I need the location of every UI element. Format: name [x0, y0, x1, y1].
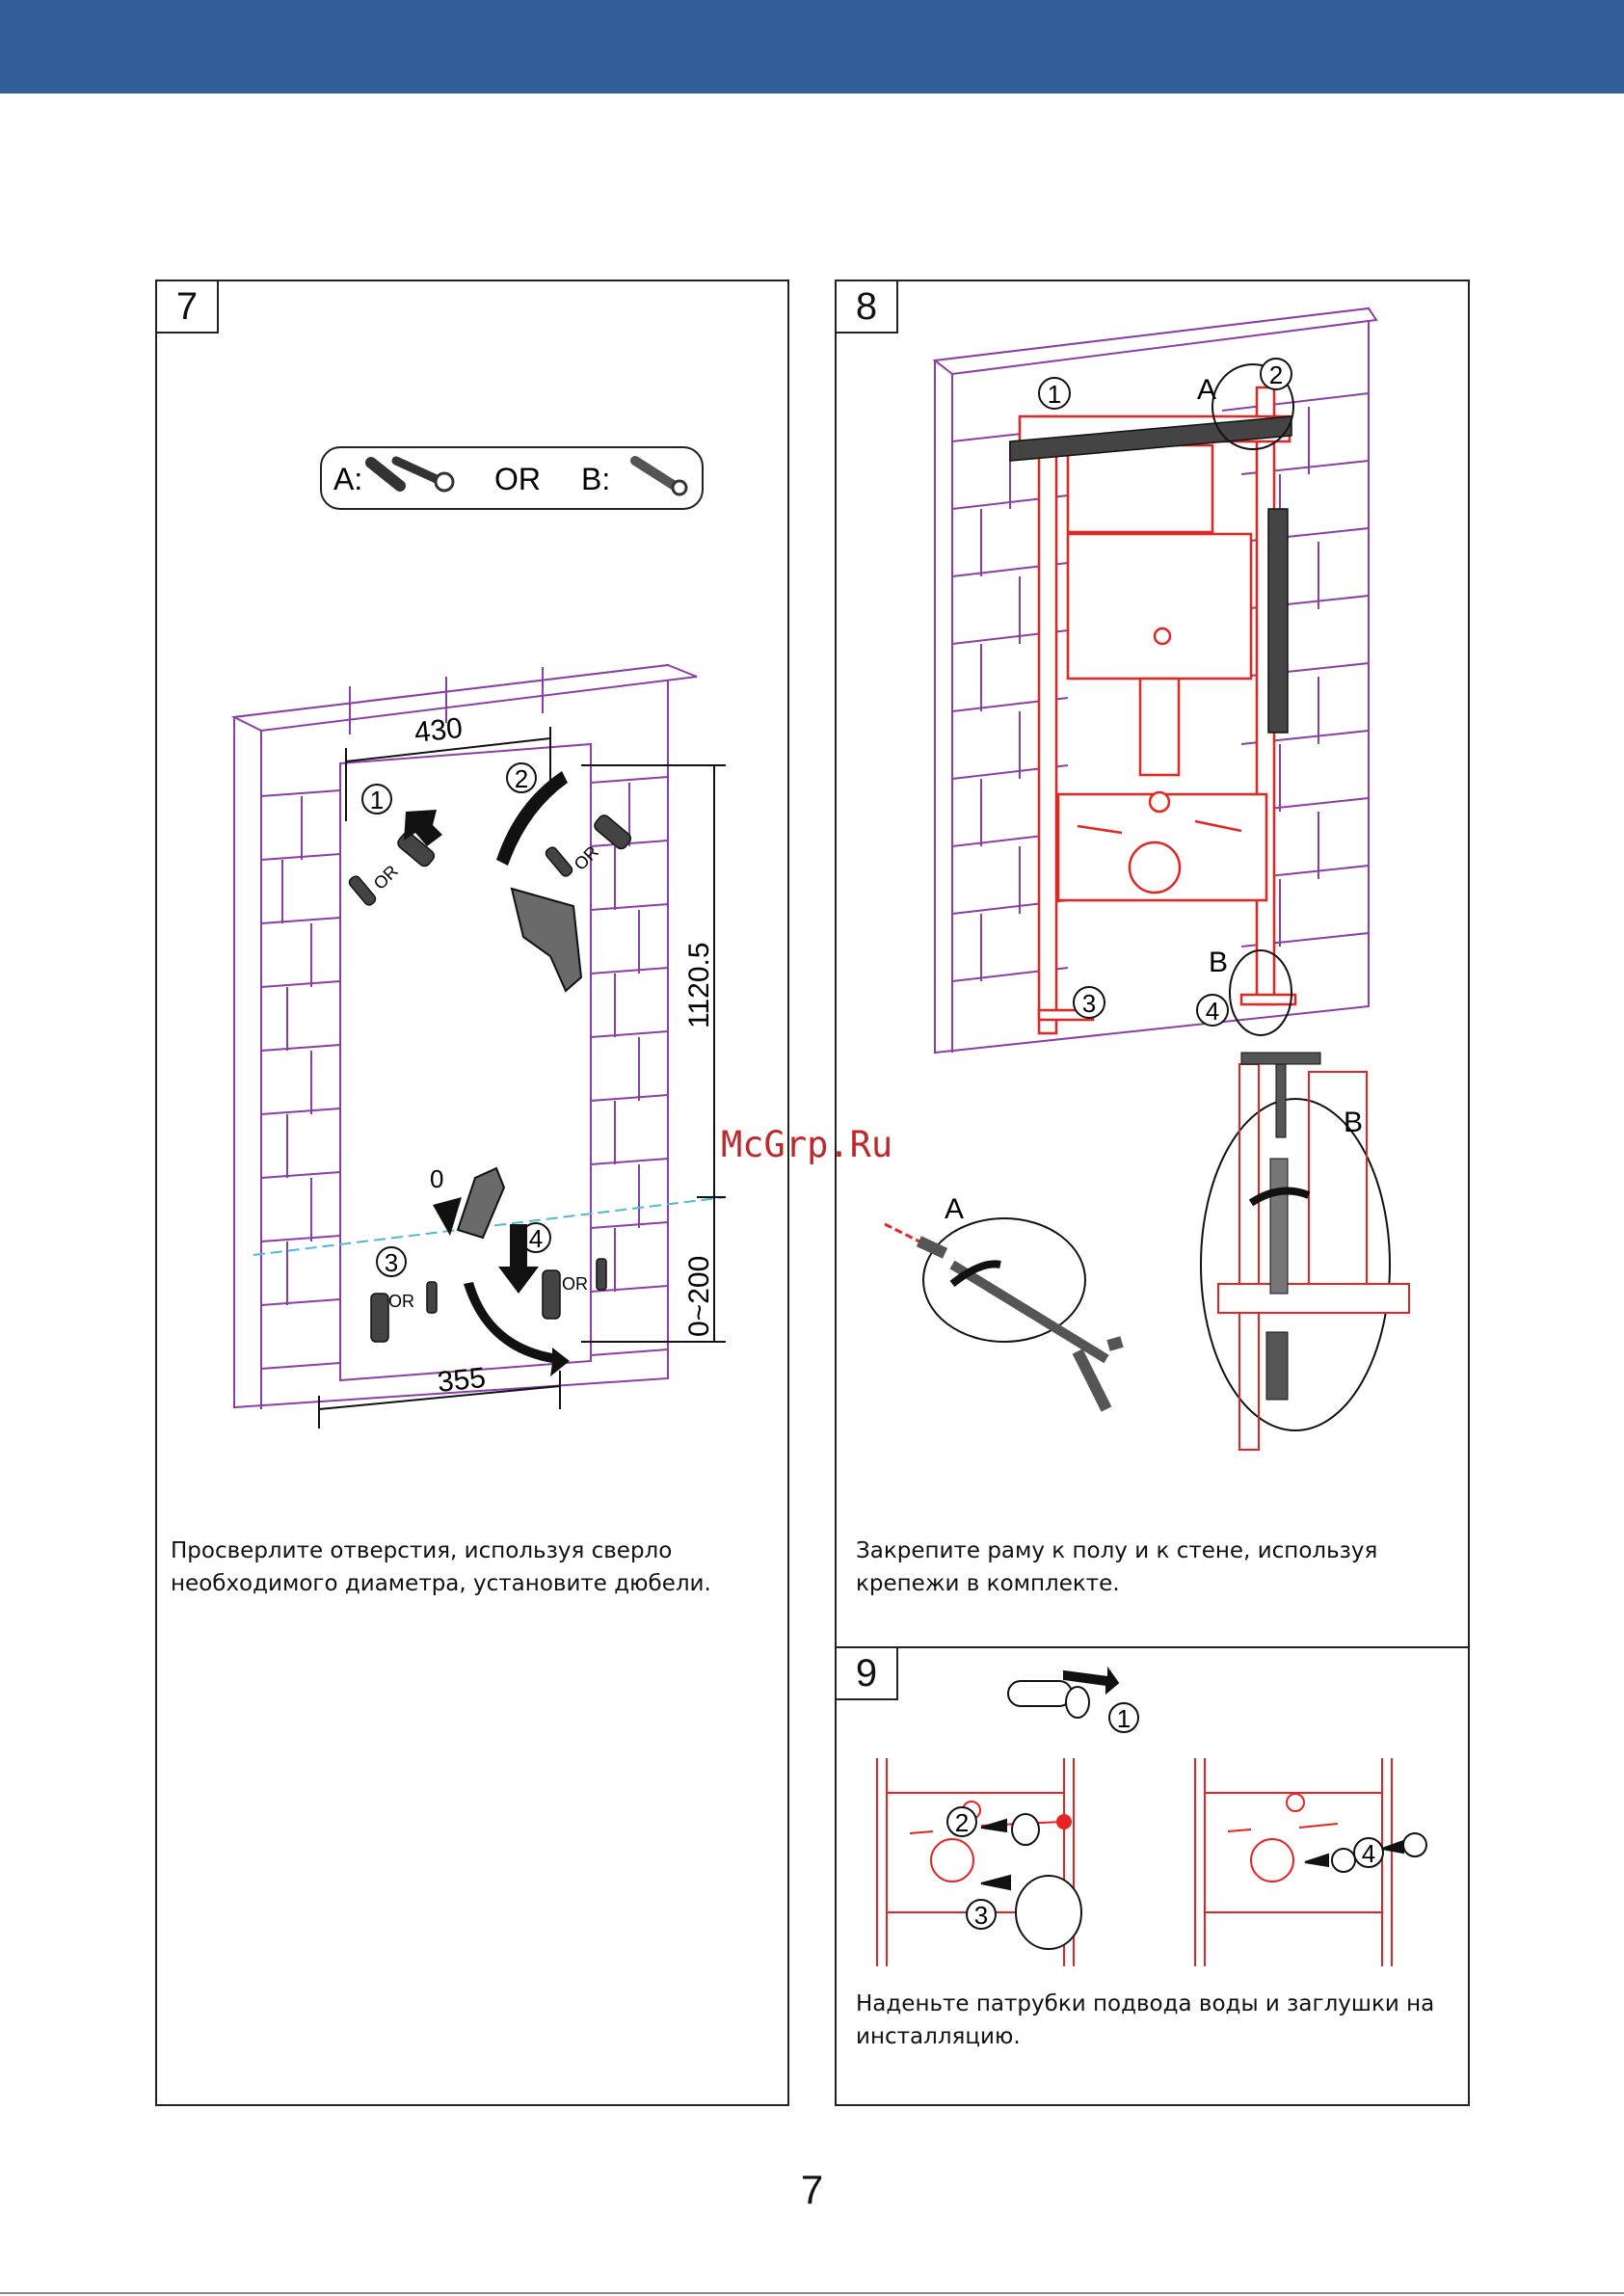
- detail-b: [1201, 1053, 1409, 1450]
- pipe-parts-left: [981, 1814, 1081, 1949]
- fastener-options: A: OR B:: [321, 447, 703, 509]
- svg-text:2: 2: [955, 1808, 969, 1837]
- dim-width-bottom: 355: [436, 1362, 487, 1399]
- label-a-top: A: [1197, 374, 1216, 406]
- dim-width-top: 430: [413, 712, 464, 749]
- watermark: McGrp.Ru: [721, 1124, 892, 1165]
- label-b-detail: B: [1344, 1107, 1363, 1138]
- dim-height: 1120.5: [683, 942, 715, 1028]
- marker-1: 1: [362, 785, 391, 814]
- step9-marker-3: 3: [967, 1900, 996, 1930]
- step8-marker-1: 1: [1039, 378, 1070, 409]
- page-number: 7: [0, 2167, 1624, 2213]
- svg-text:3: 3: [1082, 989, 1096, 1018]
- description-line: необходимого диаметра, установите дюбели…: [171, 1567, 768, 1600]
- label-b-top: B: [1209, 947, 1228, 978]
- description-line: Закрепите раму к полу и к стене, использ…: [856, 1535, 1453, 1567]
- brick-wall: [234, 665, 697, 1409]
- detail-a: [885, 1218, 1122, 1409]
- step-9-description: Наденьте патрубки подвода воды и заглушк…: [856, 1988, 1453, 2053]
- pipe-connector: [1008, 1669, 1118, 1718]
- svg-text:1: 1: [1048, 380, 1061, 409]
- step8-marker-2: 2: [1261, 359, 1291, 389]
- dim-floor: 0~200: [683, 1256, 715, 1337]
- svg-text:1: 1: [1117, 1704, 1131, 1733]
- marker-2: 2: [507, 763, 536, 793]
- fastener-a-label: A:: [333, 462, 362, 496]
- description-line: крепежи в комплекте.: [856, 1567, 1453, 1600]
- or-label-4: OR: [562, 1274, 588, 1294]
- fastener-or-label: OR: [494, 462, 541, 496]
- svg-text:4: 4: [1362, 1839, 1375, 1868]
- label-a-detail: A: [945, 1193, 964, 1225]
- fastener-b-label: B:: [581, 462, 610, 496]
- marker-zero: 0: [430, 1164, 443, 1193]
- description-line: инсталляцию.: [856, 2020, 1453, 2053]
- or-label-3: OR: [388, 1292, 414, 1311]
- step-8-panel: 8: [835, 280, 1470, 1648]
- svg-text:3: 3: [974, 1901, 988, 1930]
- marker-3: 3: [377, 1247, 406, 1277]
- description-line: Наденьте патрубки подвода воды и заглушк…: [856, 1988, 1453, 2020]
- step9-marker-2: 2: [947, 1807, 976, 1837]
- step-7-illustration: A: OR B:: [157, 281, 787, 1535]
- step-9-illustration: 1 2 3: [837, 1648, 1468, 1976]
- step-7-description: Просверлите отверстия, используя сверло …: [171, 1535, 768, 1600]
- step9-marker-1: 1: [1109, 1703, 1138, 1733]
- step9-marker-4: 4: [1354, 1838, 1383, 1868]
- svg-text:4: 4: [529, 1224, 543, 1253]
- step8-marker-3: 3: [1074, 987, 1105, 1018]
- step-9-panel: 9 1 2 3: [835, 1646, 1470, 2106]
- step-7-panel: 7 A: OR B:: [155, 280, 789, 2106]
- svg-text:1: 1: [370, 786, 384, 814]
- step-8-description: Закрепите раму к полу и к стене, использ…: [856, 1535, 1453, 1600]
- svg-text:2: 2: [1269, 360, 1283, 389]
- svg-text:3: 3: [385, 1248, 398, 1277]
- footer-line: [0, 2292, 1624, 2294]
- step8-marker-4: 4: [1197, 995, 1228, 1026]
- svg-text:4: 4: [1206, 997, 1219, 1026]
- header-band: [0, 0, 1624, 93]
- step-8-illustration: 1 2 3 4 A B A: [837, 281, 1468, 1535]
- description-line: Просверлите отверстия, используя сверло: [171, 1535, 768, 1567]
- svg-text:2: 2: [515, 764, 528, 793]
